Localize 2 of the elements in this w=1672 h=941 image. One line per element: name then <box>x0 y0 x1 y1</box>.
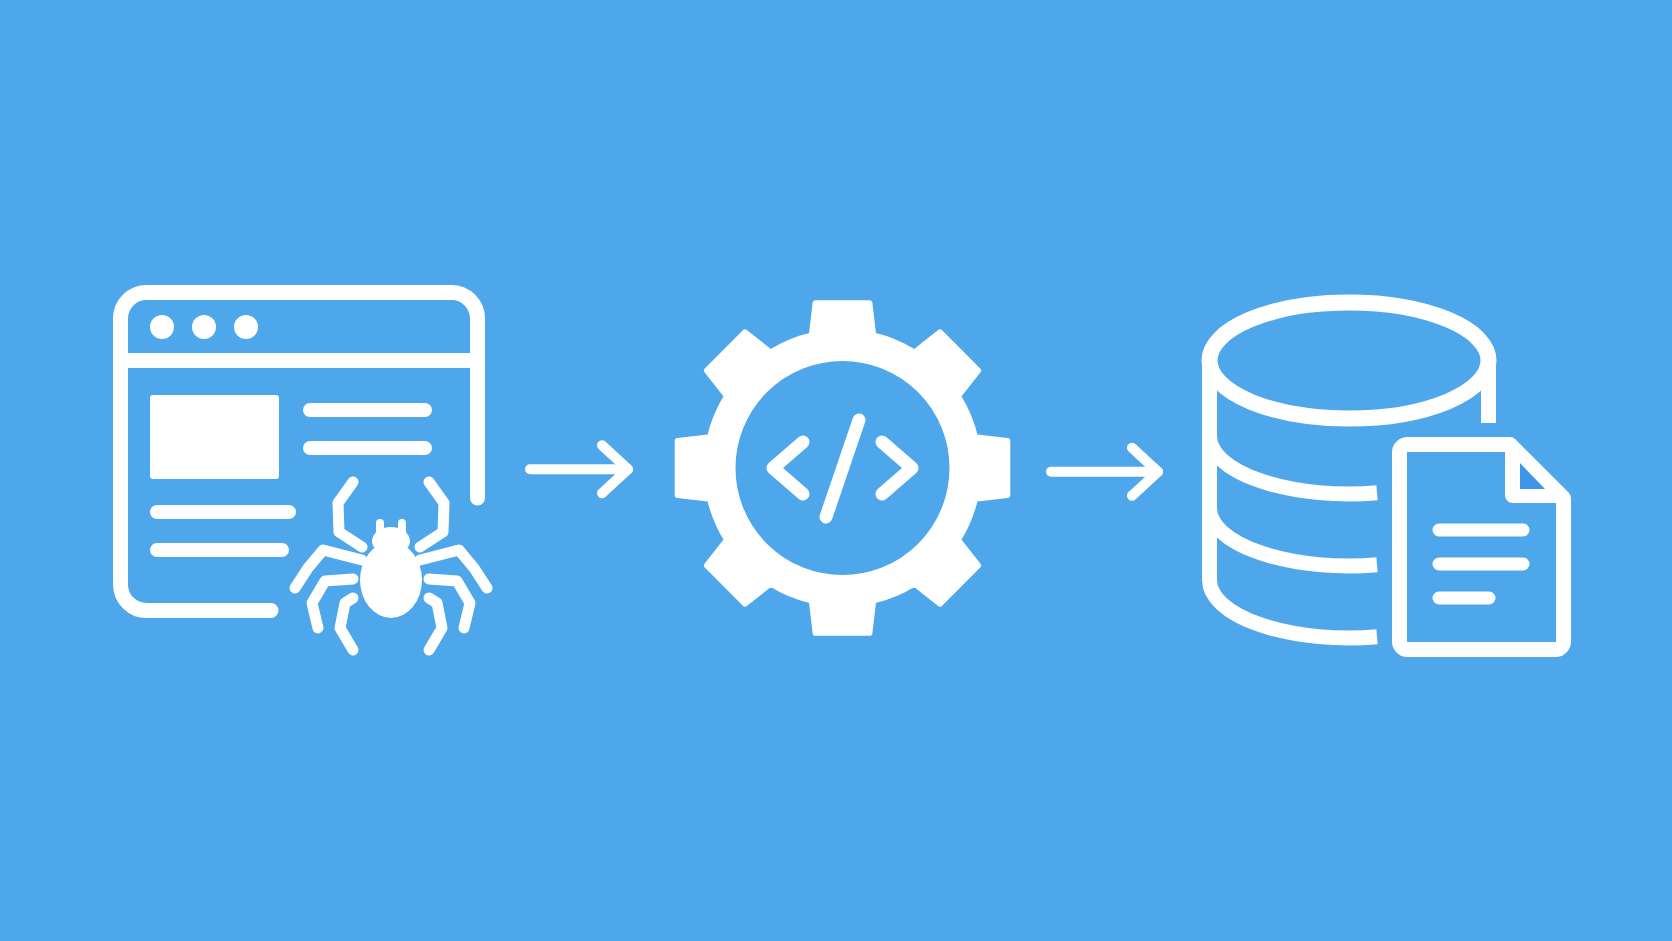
arrow <box>525 440 633 499</box>
arrow <box>1046 442 1163 501</box>
